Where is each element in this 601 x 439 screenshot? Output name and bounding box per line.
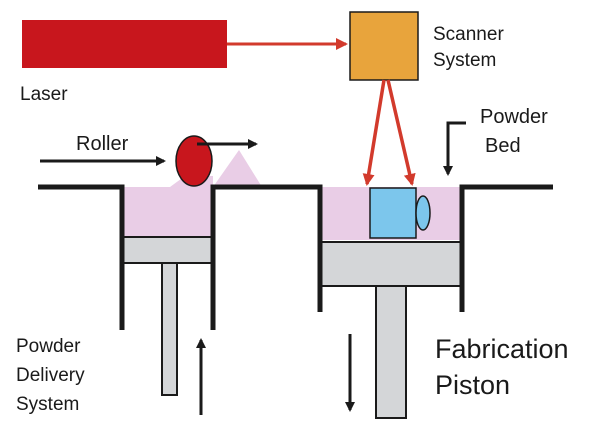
powder-mound bbox=[213, 150, 262, 187]
powder-delivery-label-line3: System bbox=[16, 394, 79, 415]
scanner-label-line1: Scanner bbox=[433, 24, 504, 45]
roller-label: Roller bbox=[76, 133, 129, 155]
scanner-system bbox=[349, 11, 419, 81]
delivery-powder bbox=[122, 187, 213, 237]
fabricated-part bbox=[369, 187, 417, 239]
powder-bed-label-line1: Powder bbox=[480, 106, 548, 128]
laser-beam-right bbox=[386, 79, 416, 186]
scanner-label-line2: System bbox=[433, 50, 496, 71]
powder-bed-label-line2: Bed bbox=[485, 135, 521, 157]
powder-bed-arrow bbox=[443, 121, 466, 176]
roller bbox=[175, 135, 213, 187]
fabricated-part-side bbox=[415, 195, 431, 231]
powder-delivery-label-line1: Powder bbox=[16, 336, 81, 357]
fabrication-label-line1: Fabrication bbox=[435, 334, 569, 364]
delivery-piston-plate bbox=[121, 236, 214, 264]
laser-label: Laser bbox=[20, 84, 68, 105]
fabrication-piston-plate bbox=[319, 241, 463, 287]
powder-delivery-label-line2: Delivery bbox=[16, 365, 85, 386]
build-surface-and-walls bbox=[38, 184, 553, 330]
delivery-piston-rod bbox=[161, 262, 178, 396]
laser-source bbox=[22, 20, 227, 68]
fabrication-piston-rod bbox=[375, 285, 407, 419]
laser-beam-left bbox=[362, 79, 386, 186]
fabrication-label-line2: Piston bbox=[435, 370, 510, 400]
